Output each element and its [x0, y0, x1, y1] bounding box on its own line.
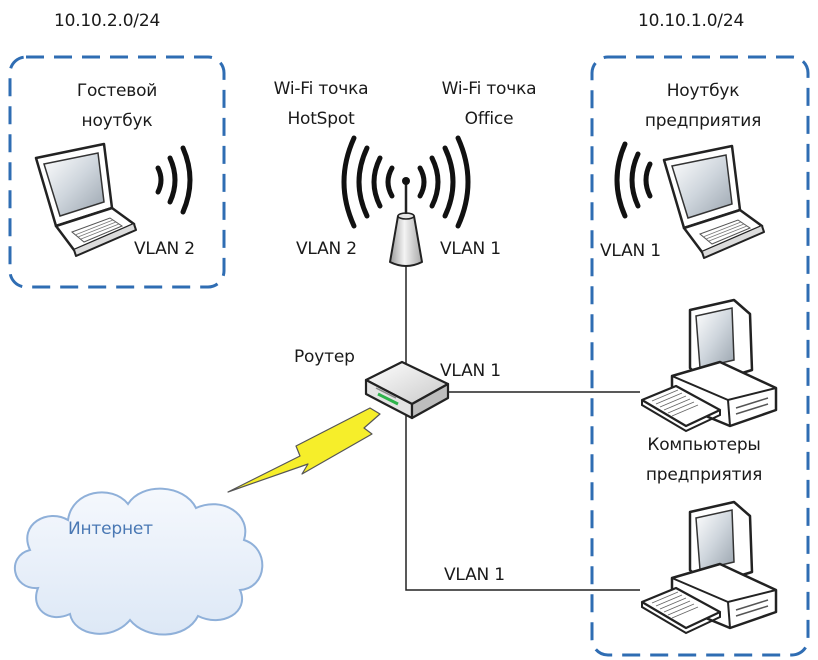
router-to-pc2-link [405, 412, 640, 591]
router-upper-link-vlan-label: VLAN 1 [440, 361, 501, 381]
laptop-icon [662, 144, 766, 260]
office-subnet-label: 10.10.1.0/24 [638, 11, 745, 31]
guest-vlan-label: VLAN 2 [134, 239, 195, 259]
wifi-waves-icon [341, 135, 471, 229]
guest-laptop-label: Гостевой ноутбук [52, 76, 182, 136]
wifi-waves-icon [155, 145, 193, 215]
office-zone-border [590, 55, 810, 657]
office-ap-label: Wi-Fi точка Office [424, 74, 554, 134]
office-computers-label-line1: Компьютеры [647, 435, 761, 455]
access-point-icon [389, 177, 423, 267]
office-laptop-label-line1: Ноутбук [666, 81, 740, 101]
guest-laptop-label-line2: ноутбук [81, 111, 153, 131]
lightning-icon [227, 407, 381, 493]
router-icon [364, 360, 450, 420]
guest-laptop-label-line1: Гостевой [76, 81, 158, 101]
office-ap-label-line1: Wi-Fi точка [441, 79, 537, 99]
desktop-computer-icon [640, 500, 778, 635]
hotspot-ap-label-line1: Wi-Fi точка [273, 79, 369, 99]
guest-zone-border [8, 55, 226, 289]
wifi-waves-icon [614, 141, 653, 219]
office-computers-label: Компьютеры предприятия [614, 430, 794, 490]
office-ap-label-line2: Office [464, 109, 514, 129]
router-label: Роутер [294, 347, 355, 367]
internet-label: Интернет [68, 519, 153, 539]
desktop-computer-icon [640, 298, 778, 433]
ap-vlan-left-label: VLAN 2 [296, 239, 357, 259]
router-lower-link-vlan-label: VLAN 1 [444, 565, 505, 585]
cloud-icon [13, 487, 264, 636]
guest-subnet-label: 10.10.2.0/24 [54, 11, 161, 31]
hotspot-ap-label-line2: HotSpot [287, 109, 355, 129]
laptop-icon [34, 142, 138, 258]
office-laptop-label-line2: предприятия [644, 111, 762, 131]
ap-vlan-right-label: VLAN 1 [440, 239, 501, 259]
office-laptop-label: Ноутбук предприятия [628, 76, 778, 136]
hotspot-ap-label: Wi-Fi точка HotSpot [256, 74, 386, 134]
office-laptop-vlan-label: VLAN 1 [600, 241, 661, 261]
office-computers-label-line2: предприятия [645, 465, 763, 485]
